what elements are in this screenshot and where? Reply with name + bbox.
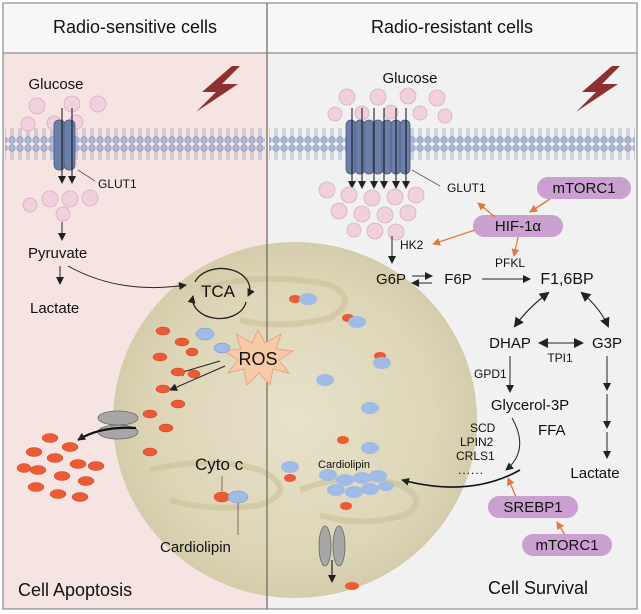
cytoc-release-arrow [77, 426, 137, 441]
glut1-pointer [77, 169, 96, 182]
left-outcome-label: Cell Apoptosis [18, 580, 132, 600]
f6p-label: F6P [444, 271, 472, 288]
right-panel-title: Radio-resistant cells [371, 17, 533, 37]
released-particle [345, 582, 359, 590]
scd-label: SCD [470, 421, 496, 435]
g6p-label: G6P [376, 271, 406, 288]
left-lactate-label: Lactate [30, 300, 79, 317]
left-title-bar [2, 2, 268, 54]
mtorc1-bottom-pill [522, 534, 612, 556]
g3p-label: G3P [592, 335, 622, 352]
right-outcome-label: Cell Survival [488, 578, 588, 598]
right-lactate-label: Lactate [570, 465, 619, 482]
mtorc1-top-label: mTORC1 [552, 180, 615, 197]
f16bp-g3p-arrow [580, 291, 610, 328]
ros-burst-icon [222, 328, 295, 387]
right-cardiolipin-complexes [281, 293, 394, 510]
hif1a-to-glut1-arrow [477, 202, 496, 218]
left-panel-title: Radio-sensitive cells [53, 17, 217, 37]
left-glut1-label: GLUT1 [98, 177, 137, 191]
pfkl-label: PFKL [495, 256, 525, 270]
tpi1-label: TPI1 [547, 351, 573, 365]
mtorc1-top-pill [537, 177, 631, 199]
right-glucose-label: Glucose [382, 70, 437, 87]
left-cardiolipin-label: Cardiolipin [160, 539, 231, 556]
lightning-bolt-icon [196, 66, 240, 112]
right-glut1-pointer [411, 169, 441, 187]
glycerol3p-to-cardiolipin-arrow [505, 417, 521, 471]
f16bp-dhap-arrow [513, 291, 550, 328]
lpin2-label: LPIN2 [460, 435, 494, 449]
right-cell-membrane [269, 125, 635, 161]
srebp1-pill [488, 496, 578, 518]
hif1a-to-hk2-arrow [432, 229, 476, 246]
ros-to-particles-arrow [169, 365, 226, 391]
pyruvate-to-tca-arrow [67, 265, 187, 291]
mtorc1-to-hif1a-arrow [529, 198, 551, 213]
gpd1-label: GPD1 [474, 367, 507, 381]
dhap-label: DHAP [489, 335, 531, 352]
cytoc-label: Cyto c [195, 455, 244, 474]
tca-label: TCA [201, 282, 236, 301]
dots-label: ...... [458, 463, 484, 477]
right-title-bar [266, 2, 638, 54]
cardiolipin-synthesis-arrow [401, 469, 521, 488]
crls1-label: CRLS1 [456, 449, 495, 463]
mitochondrion-crista [149, 459, 283, 511]
hif1a-pill [473, 215, 563, 237]
left-blue-particles [195, 327, 231, 354]
right-glucose-outside [327, 87, 453, 124]
cytochrome-c-cardiolipin-complex [213, 490, 249, 504]
mtorc1-bottom-label: mTORC1 [535, 537, 598, 554]
left-glucose-label: Glucose [28, 76, 83, 93]
released-cytoc-particles [16, 433, 105, 502]
f16bp-label: F1,6BP [540, 271, 593, 288]
right-glut1-transporters [345, 108, 411, 189]
mtorc1-to-srebp1-arrow [556, 521, 566, 536]
mitochondrial-pore-right [318, 525, 346, 567]
ros-label: ROS [238, 349, 277, 369]
lightning-bolt-icon [576, 66, 620, 112]
hif1a-to-pfkl-arrow [511, 236, 520, 257]
mitochondrion-crista [199, 275, 348, 328]
hk2-label: HK2 [400, 238, 424, 252]
srebp1-to-synthesis-arrow [507, 477, 517, 498]
left-red-particles [142, 326, 201, 457]
right-cardiolipin-label: Cardiolipin [318, 459, 370, 471]
tca-cycle [187, 267, 255, 320]
srebp1-label: SREBP1 [503, 499, 562, 516]
glut1-transporter [53, 108, 76, 184]
left-pyruvate-label: Pyruvate [28, 245, 87, 262]
ffa-label: FFA [538, 422, 566, 439]
glycerol3p-label: Glycerol-3P [491, 397, 569, 414]
right-glut1-label: GLUT1 [447, 181, 486, 195]
left-cell-membrane [5, 125, 265, 161]
left-glucose-inside [22, 189, 99, 222]
hif1a-label: HIF-1α [495, 218, 542, 235]
